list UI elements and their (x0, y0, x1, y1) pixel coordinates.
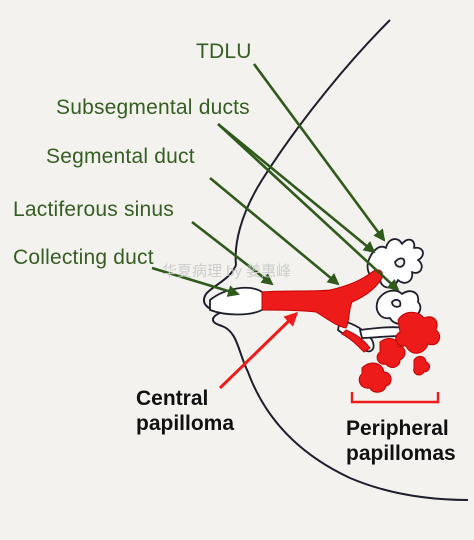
annotation-arrows (151, 63, 400, 297)
label-central-papilloma-line2: papilloma (136, 412, 235, 435)
duct-tree (209, 238, 424, 353)
arrow-subsegmental-2 (217, 122, 376, 254)
label-central-papilloma: Central papilloma (136, 386, 234, 436)
arrow-segmental (209, 176, 340, 286)
label-lactiferous-sinus: Lactiferous sinus (13, 198, 174, 221)
watermark-text: 华夏病理 by 姜惠峰 (162, 263, 292, 280)
peripheral-papilloma-lesions (341, 311, 441, 393)
arrow-tdlu (252, 63, 386, 242)
label-segmental-duct: Segmental duct (46, 145, 195, 168)
label-peripheral-papillomas: Peripheral papillomas (346, 416, 456, 466)
label-collecting-duct: Collecting duct (13, 246, 154, 269)
nipple-outline (203, 264, 469, 501)
label-tdlu: TDLU (196, 40, 252, 63)
label-peripheral-papillomas-line1: Peripheral (346, 417, 449, 440)
arrow-collecting-duct (151, 266, 240, 297)
central-papilloma-lesion (261, 269, 383, 329)
arrow-lactiferous-sinus (191, 220, 274, 286)
peripheral-bracket (350, 392, 440, 404)
label-central-papilloma-line1: Central (136, 387, 209, 410)
label-subsegmental-ducts: Subsegmental ducts (56, 96, 250, 119)
breast-outline (234, 19, 391, 266)
arrow-subsegmental-1 (217, 123, 400, 292)
label-peripheral-papillomas-line2: papillomas (346, 442, 456, 465)
arrow-central-papilloma (218, 311, 299, 390)
